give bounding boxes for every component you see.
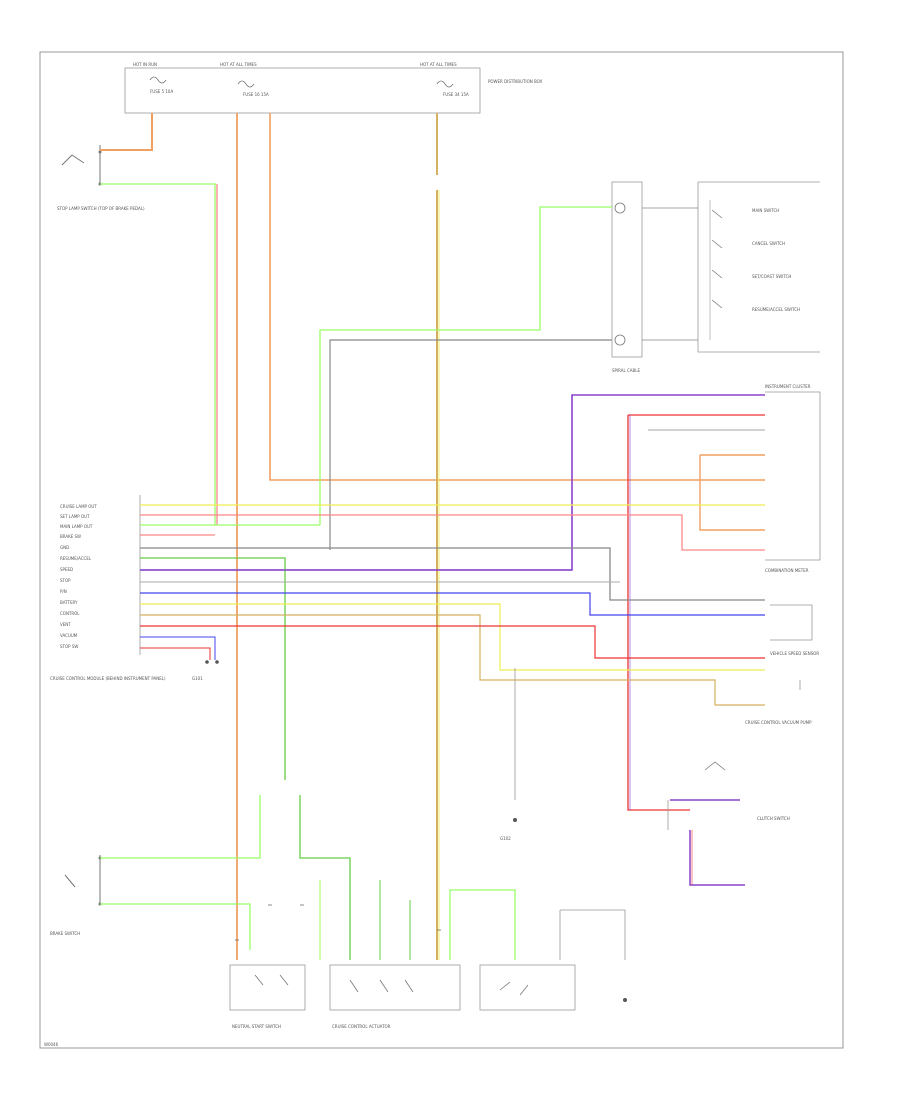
corner-code: W0046 xyxy=(44,1042,59,1047)
module-pin-1: SET LAMP OUT xyxy=(60,514,90,519)
module-pin-4: GND xyxy=(60,545,69,550)
ground-right-label: G102 xyxy=(500,836,511,841)
instrument-cluster: INSTRUMENT CLUSTER COMBINATION METER xyxy=(765,384,821,573)
vehicle-speed-sensor-label: VEHICLE SPEED SENSOR xyxy=(770,651,819,656)
switch-main-label: MAIN SWITCH xyxy=(752,208,779,213)
wire-green-pin5 xyxy=(140,557,286,780)
cruise-module-label: CRUISE CONTROL MODULE (BEHIND INSTRUMENT… xyxy=(50,676,166,681)
ground-left: G101 xyxy=(192,660,219,681)
module-pin-10: CONTROL xyxy=(60,611,80,616)
spiral-cable-label: SPIRAL CABLE xyxy=(612,368,640,373)
cruise-module: CRUISE LAMP OUT SET LAMP OUT MAIN LAMP O… xyxy=(50,495,166,681)
fuse-left-label: FUSE 5 10A xyxy=(150,89,173,94)
module-pin-0: CRUISE LAMP OUT xyxy=(60,504,97,509)
module-pin-5: RESUME/ACCEL xyxy=(60,556,92,561)
vacuum-pump-label: CRUISE CONTROL VACUUM PUMP xyxy=(745,720,812,725)
wire-green-brake-bottom xyxy=(100,903,251,950)
wire-green-stop-switch xyxy=(100,183,216,525)
fuse-right-symbol xyxy=(436,80,454,88)
wire-gray-spiral-bottom xyxy=(329,339,612,550)
range-switch xyxy=(479,964,576,1011)
fuse-box: HOT IN RUN HOT AT ALL TIMES HOT AT ALL T… xyxy=(124,62,543,114)
wire-blue-pin8 xyxy=(140,592,765,616)
fuse-box-note: POWER DISTRIBUTION BOX xyxy=(488,79,543,84)
wire-green-spiral-top xyxy=(319,206,612,525)
wire-red-cluster xyxy=(627,414,765,811)
spiral-cable: SPIRAL CABLE xyxy=(611,181,643,373)
switch-resume-label: RESUME/ACCEL SWITCH xyxy=(752,307,800,312)
actuator: CRUISE CONTROL ACTUATOR xyxy=(329,964,461,1029)
module-pin-11: VENT xyxy=(60,622,71,627)
module-pin-12: VACUUM xyxy=(60,633,78,638)
vacuum-pump: CRUISE CONTROL VACUUM PUMP xyxy=(745,680,812,725)
wire-yellow-pin10 xyxy=(140,614,765,706)
wire-orange-cluster-a xyxy=(699,454,765,531)
wire-red-pin13 xyxy=(140,647,211,660)
fuse-right-label: FUSE 34 15A xyxy=(443,92,469,97)
control-switches: MAIN SWITCH CANCEL SWITCH SET/COAST SWIT… xyxy=(697,181,820,353)
brake-switch: BRAKE SWITCH xyxy=(50,855,102,936)
module-pin-3: BRAKE SW xyxy=(60,534,81,539)
module-pin-2: MAIN LAMP OUT xyxy=(60,524,93,529)
vehicle-speed-sensor: VEHICLE SPEED SENSOR xyxy=(770,604,819,656)
module-pin-7: STOP xyxy=(60,578,71,583)
wire-gray-pin4 xyxy=(140,547,765,601)
module-pin-9: BATTERY xyxy=(60,600,78,605)
module-pin-6: SPEED xyxy=(60,567,73,572)
wire-yellow-pin9 xyxy=(140,603,765,671)
wire-blue-pin12 xyxy=(140,636,216,660)
neutral-switch: NEUTRAL START SWITCH xyxy=(229,964,306,1029)
diagram-frame xyxy=(39,51,844,1049)
fuse-right-header: HOT AT ALL TIMES xyxy=(420,62,457,67)
clutch-switch: CLUTCH SWITCH xyxy=(667,761,790,886)
stop-lamp-switch: STOP LAMP SWITCH (TOP OF BRAKE PEDAL) xyxy=(57,145,145,211)
wire-orange-mid-fuse-b xyxy=(269,113,765,481)
fuse-mid-symbol xyxy=(237,80,255,88)
wire-green-brake-top xyxy=(100,795,261,859)
fuse-mid-label: FUSE 16 15A xyxy=(243,92,269,97)
fuse-left-header: HOT IN RUN xyxy=(133,62,157,67)
wire-purple-cluster xyxy=(140,394,765,571)
fuse-left-symbol xyxy=(149,76,167,84)
neutral-switch-label: NEUTRAL START SWITCH xyxy=(232,1024,281,1029)
fuse-mid-header: HOT AT ALL TIMES xyxy=(220,62,257,67)
combination-meter-label: COMBINATION METER xyxy=(765,568,809,573)
ground-bottom xyxy=(623,998,627,1002)
module-pin-8: P/N xyxy=(60,589,67,594)
instrument-cluster-label: INSTRUMENT CLUSTER xyxy=(765,384,811,389)
switch-set-label: SET/COAST SWITCH xyxy=(752,274,791,279)
wire-pink-pin1 xyxy=(140,514,765,551)
ground-left-label: G101 xyxy=(192,676,203,681)
module-pin-13: STOP SW xyxy=(60,644,78,649)
stop-lamp-switch-label: STOP LAMP SWITCH (TOP OF BRAKE PEDAL) xyxy=(57,206,145,211)
clutch-switch-label: CLUTCH SWITCH xyxy=(757,816,790,821)
wire-red-pin11 xyxy=(140,625,765,659)
actuator-label: CRUISE CONTROL ACTUATOR xyxy=(332,1024,391,1029)
brake-switch-label: BRAKE SWITCH xyxy=(50,931,80,936)
switch-cancel-label: CANCEL SWITCH xyxy=(752,241,785,246)
wire-orange-stop-switch xyxy=(100,113,153,151)
